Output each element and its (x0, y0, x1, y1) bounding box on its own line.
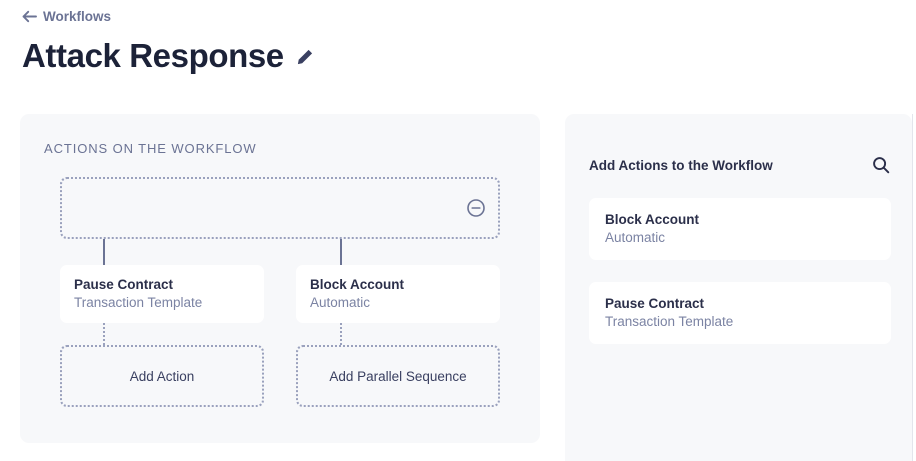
connector-trigger-to-card-1 (340, 239, 342, 265)
action-library-panel: Add Actions to the Workflow Block Accoun… (565, 114, 912, 461)
search-icon[interactable] (872, 156, 890, 174)
action-library-title: Add Actions to the Workflow (589, 157, 773, 173)
library-item-title: Block Account (605, 212, 700, 227)
title-row: Attack Response (22, 37, 916, 75)
page-title: Attack Response (22, 36, 284, 74)
action-card-pause-contract[interactable]: Pause Contract Transaction Template (60, 265, 264, 323)
section-label-actions: ACTIONS ON THE WORKFLOW (44, 141, 257, 156)
workflow-flow: Pause Contract Transaction Template Bloc… (20, 114, 540, 443)
library-item-subtitle: Transaction Template (605, 314, 734, 330)
library-item-title: Pause Contract (605, 296, 705, 311)
breadcrumb-workflows[interactable]: Workflows (22, 10, 111, 24)
trigger-node[interactable] (60, 177, 500, 239)
action-card-block-account[interactable]: Block Account Automatic (296, 265, 500, 323)
add-parallel-sequence-button[interactable]: Add Parallel Sequence (296, 345, 500, 407)
connector-card-0-to-add-action (103, 323, 105, 345)
breadcrumb-label: Workflows (43, 9, 112, 24)
action-library-header: Add Actions to the Workflow (589, 156, 890, 174)
connector-trigger-to-card-0 (103, 239, 105, 265)
minus-circle-icon[interactable] (466, 198, 486, 218)
action-card-subtitle: Transaction Template (74, 295, 203, 311)
library-item-subtitle: Automatic (605, 230, 666, 246)
arrow-left-icon (22, 10, 37, 23)
panel-divider (912, 114, 913, 461)
workflow-canvas-panel: ACTIONS ON THE WORKFLOW Pause Contract T… (20, 114, 540, 443)
library-item-pause-contract[interactable]: Pause Contract Transaction Template (589, 282, 891, 344)
library-item-block-account[interactable]: Block Account Automatic (589, 198, 891, 260)
action-card-subtitle: Automatic (310, 295, 371, 311)
pencil-icon[interactable] (296, 44, 314, 66)
connector-card-1-to-add-parallel (340, 323, 342, 345)
action-card-title: Block Account (310, 277, 405, 292)
add-action-button[interactable]: Add Action (60, 345, 264, 407)
page-header: Workflows Attack Response (0, 0, 916, 74)
action-card-title: Pause Contract (74, 277, 174, 292)
